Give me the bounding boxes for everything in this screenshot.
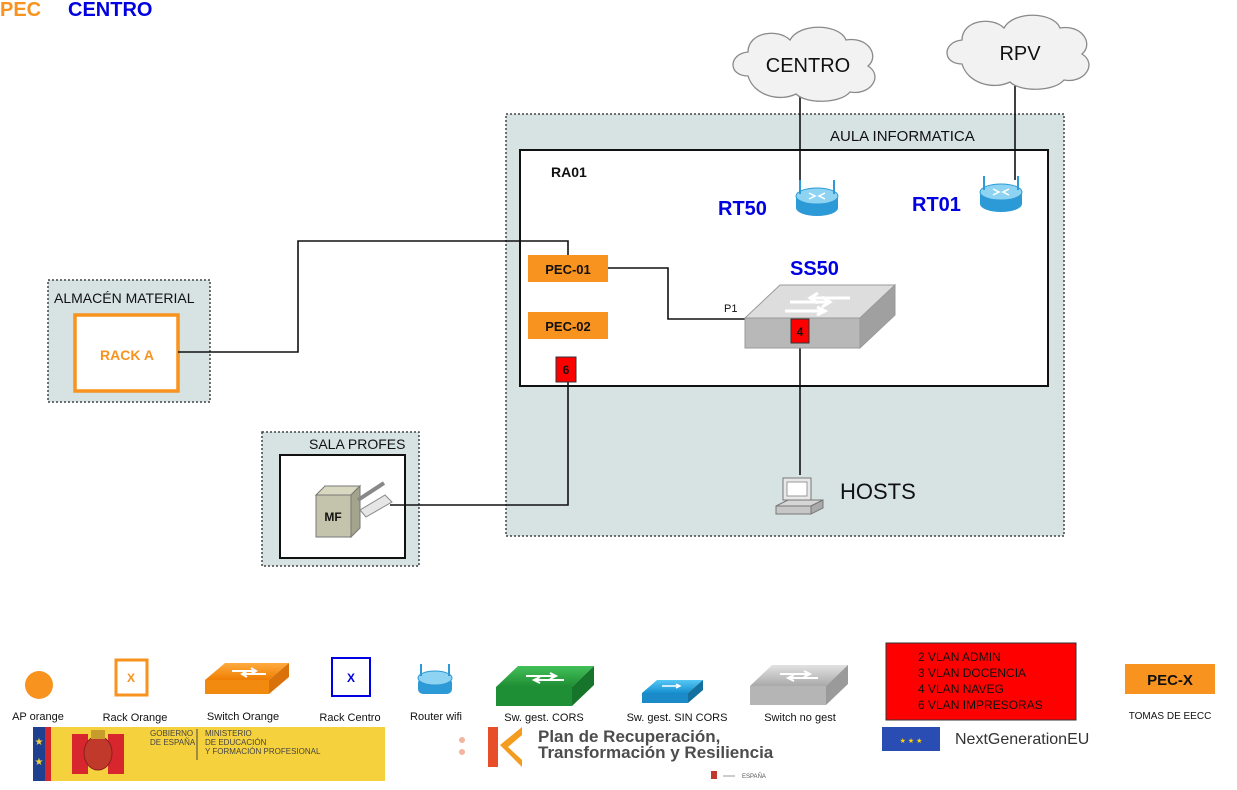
router-rt01-icon [979, 176, 1023, 212]
cloud-rpv-icon [946, 14, 1090, 90]
switch-vlan-badge-text: 4 [797, 325, 804, 339]
rack-orange-mark: X [127, 671, 135, 685]
link-racka-pec01 [178, 240, 569, 353]
almacen-material-label: ALMACÉN MATERIAL [54, 290, 195, 306]
legend-switch-no-gest-label: Switch no gest [764, 712, 836, 724]
rack-orange-icon [114, 658, 149, 697]
legend-tomas-label: TOMAS DE EECC [1129, 711, 1212, 722]
printer-mf-label: MF [324, 510, 341, 524]
legend-router-wifi-label: Router wifi [410, 711, 462, 723]
pec-x-box [1125, 664, 1215, 694]
coat-of-arms-icon [72, 730, 124, 774]
legend-rack-centro-label: Rack Centro [319, 712, 380, 724]
spain-flag-icon: ★ ★ [33, 727, 51, 781]
port-p1-label: P1 [724, 303, 737, 315]
rack-centro-icon [331, 657, 371, 697]
switch-sin-cors-icon [642, 680, 703, 703]
pec-02-label: PEC-02 [545, 319, 591, 334]
switch-vlan-badge [790, 318, 810, 344]
gobierno-line2: DE ESPAÑA [150, 738, 196, 747]
eu-flag-stars: ★ ★ ★ [900, 737, 923, 745]
vlan-line-naveg: 4 VLAN NAVEG [918, 682, 1004, 696]
nextgen-label: NextGenerationEU [955, 731, 1089, 748]
header-pec: PEC [0, 0, 41, 21]
cloud-rpv-label: RPV [999, 43, 1041, 65]
legend-switch-orange-label: Switch Orange [207, 711, 279, 723]
header-centro: CENTRO [68, 0, 152, 21]
vlan-line-docencia: 3 VLAN DOCENCIA [918, 666, 1026, 680]
hosts-label: HOSTS [840, 479, 916, 504]
switch-cors-icon [496, 666, 594, 706]
rack-a-label: RACK A [100, 347, 154, 363]
espana-small-label: ESPAÑA [742, 773, 766, 780]
pec-x-label: PEC-X [1147, 672, 1193, 689]
switch-orange-icon [205, 663, 289, 694]
small-coat-of-arms-icon [711, 771, 735, 779]
link-pec02-mf [390, 382, 569, 506]
vlan-line-impresoras: 6 VLAN IMPRESORAS [918, 698, 1043, 712]
ap-orange-icon [25, 671, 53, 699]
svg-text:★: ★ [35, 737, 44, 748]
plan-recuperacion-logo-icon [459, 727, 522, 767]
ministerio-line3: Y FORMACIÓN PROFESIONAL [205, 747, 321, 756]
vlan-line-admin: 2 VLAN ADMIN [918, 650, 1001, 664]
link-pec01-switch [608, 267, 745, 320]
sala-profes-label: SALA PROFES [309, 436, 405, 452]
switch-ss50-label: SS50 [790, 258, 839, 280]
plan-line1: Plan de Recuperación, [538, 727, 720, 746]
svg-text:★: ★ [35, 757, 44, 768]
cloud-centro-icon [732, 26, 876, 102]
rack-ra01-label: RA01 [551, 164, 587, 180]
router-rt50-icon [795, 180, 839, 216]
aula-informatica-label: AULA INFORMATICA [830, 128, 975, 145]
plan-line2: Transformación y Resiliencia [538, 743, 774, 762]
cloud-centro-label: CENTRO [766, 55, 850, 77]
pec-02-vlan-badge [555, 356, 577, 383]
router-wifi-icon [417, 664, 453, 694]
pec-01-box [528, 255, 608, 282]
rack-a-box [73, 313, 180, 393]
router-rt50-label: RT50 [718, 198, 767, 220]
printer-mf-icon [314, 481, 393, 539]
ministerio-line2: DE EDUCACIÓN [205, 738, 267, 747]
legend-ap-orange-label: AP orange [12, 711, 64, 723]
pec-01-label: PEC-01 [545, 262, 591, 277]
pec-02-box [528, 312, 608, 339]
switch-no-gest-icon [750, 665, 848, 705]
legend-sw-cors-label: Sw. gest. CORS [504, 712, 583, 724]
vlan-legend-box [885, 642, 1077, 721]
legend-sw-sin-cors-label: Sw. gest. SIN CORS [627, 712, 728, 724]
router-rt01-label: RT01 [912, 194, 961, 216]
connection-lines [178, 86, 1016, 506]
computer-hosts-icon [775, 477, 824, 515]
eu-flag-icon [882, 727, 940, 751]
legend-rack-orange-label: Rack Orange [103, 712, 168, 724]
ministerio-line1: MINISTERIO [205, 729, 252, 738]
rack-centro-mark: X [347, 671, 355, 685]
pec-02-vlan-badge-text: 6 [563, 363, 570, 377]
gobierno-line1: GOBIERNO [150, 729, 193, 738]
